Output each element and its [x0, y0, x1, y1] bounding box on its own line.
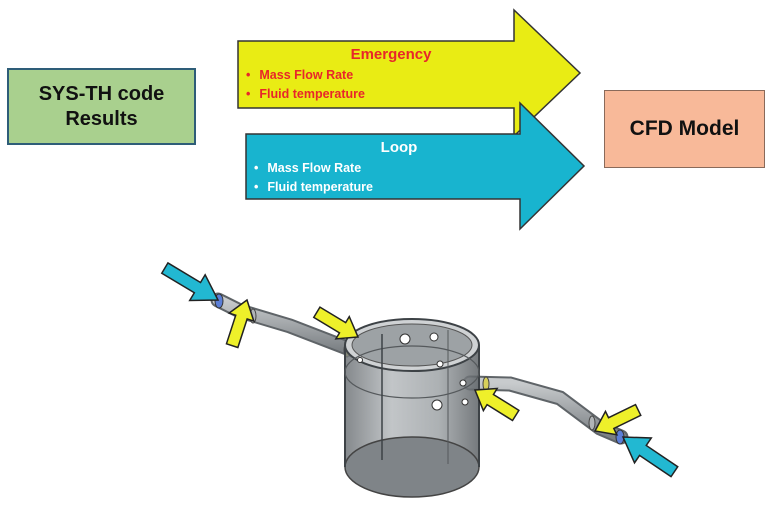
emergency-arrow-vessel-right	[473, 387, 520, 422]
sys-th-results-box: SYS-TH code Results	[7, 68, 196, 145]
cfd-model-label: CFD Model	[629, 117, 740, 140]
loop-item-mass-flow: Mass Flow Rate	[254, 159, 544, 178]
emergency-list: Mass Flow Rate Fluid temperature	[246, 66, 536, 104]
cfd-model-box: CFD Model	[604, 90, 765, 168]
sys-th-label-line1: SYS-TH code	[38, 82, 165, 105]
loop-inlet-arrow-left	[160, 261, 220, 302]
emergency-arrow-vessel-left	[312, 306, 360, 340]
emergency-arrow-bottom-right	[593, 403, 642, 436]
pressure-vessel	[344, 318, 480, 498]
loop-inlet-arrow-right	[621, 436, 679, 478]
sys-th-label-line2: Results	[65, 107, 138, 130]
emergency-item-mass-flow: Mass Flow Rate	[246, 66, 536, 85]
outlet-pipe-right	[462, 375, 629, 445]
emergency-title: Emergency	[350, 46, 432, 63]
emergency-item-fluid-temp: Fluid temperature	[246, 85, 536, 104]
loop-arrow-text: Loop Mass Flow Rate Fluid temperature	[254, 139, 544, 197]
loop-item-fluid-temp: Fluid temperature	[254, 178, 544, 197]
loop-list: Mass Flow Rate Fluid temperature	[254, 159, 544, 197]
loop-title: Loop	[380, 139, 418, 156]
emergency-arrow-top-left	[225, 298, 255, 349]
emergency-arrow-text: Emergency Mass Flow Rate Fluid temperatu…	[246, 46, 536, 104]
